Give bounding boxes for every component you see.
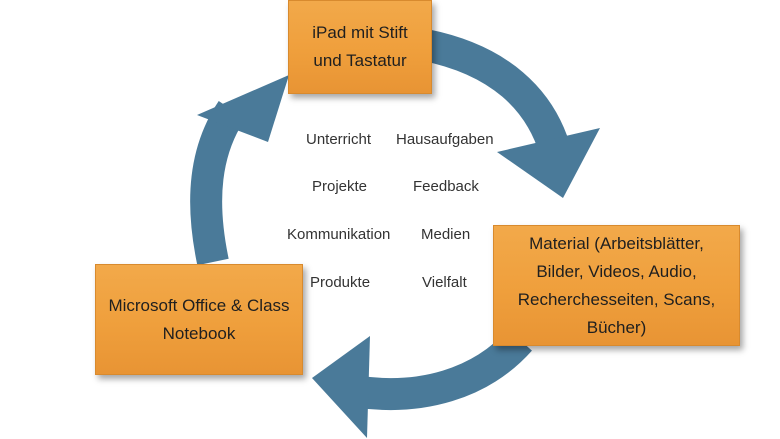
- keyword-feedback: Feedback: [413, 178, 479, 195]
- node-office: Microsoft Office & Class Notebook: [95, 264, 303, 375]
- keyword-produkte: Produkte: [310, 274, 371, 291]
- keyword-kommunikation: Kommunikation: [287, 226, 391, 243]
- keyword-hausaufgaben: Hausaufgaben: [396, 131, 494, 148]
- node-material-label: Material (Arbeitsblätter, Bilder, Videos…: [517, 233, 716, 337]
- node-ipad-label: iPad mit Stift und Tastatur: [312, 23, 408, 70]
- arrow-ipad-to-material: [421, 29, 571, 156]
- node-ipad: iPad mit Stift und Tastatur: [288, 0, 432, 94]
- keyword-vielfalt: Vielfalt: [422, 274, 467, 291]
- arrow-office-to-ipad: [190, 101, 246, 266]
- keyword-unterricht: Unterricht: [306, 131, 372, 148]
- keyword-projekte: Projekte: [312, 178, 368, 195]
- keyword-medien: Medien: [421, 226, 471, 243]
- node-office-label: Microsoft Office & Class Notebook: [108, 295, 290, 343]
- arrowhead-office-to-ipad: [197, 75, 289, 142]
- arrow-material-to-office: [357, 329, 532, 410]
- arrowhead-material-to-office: [312, 336, 370, 438]
- node-material: Material (Arbeitsblätter, Bilder, Videos…: [493, 225, 740, 346]
- arrowhead-ipad-to-material: [497, 128, 600, 198]
